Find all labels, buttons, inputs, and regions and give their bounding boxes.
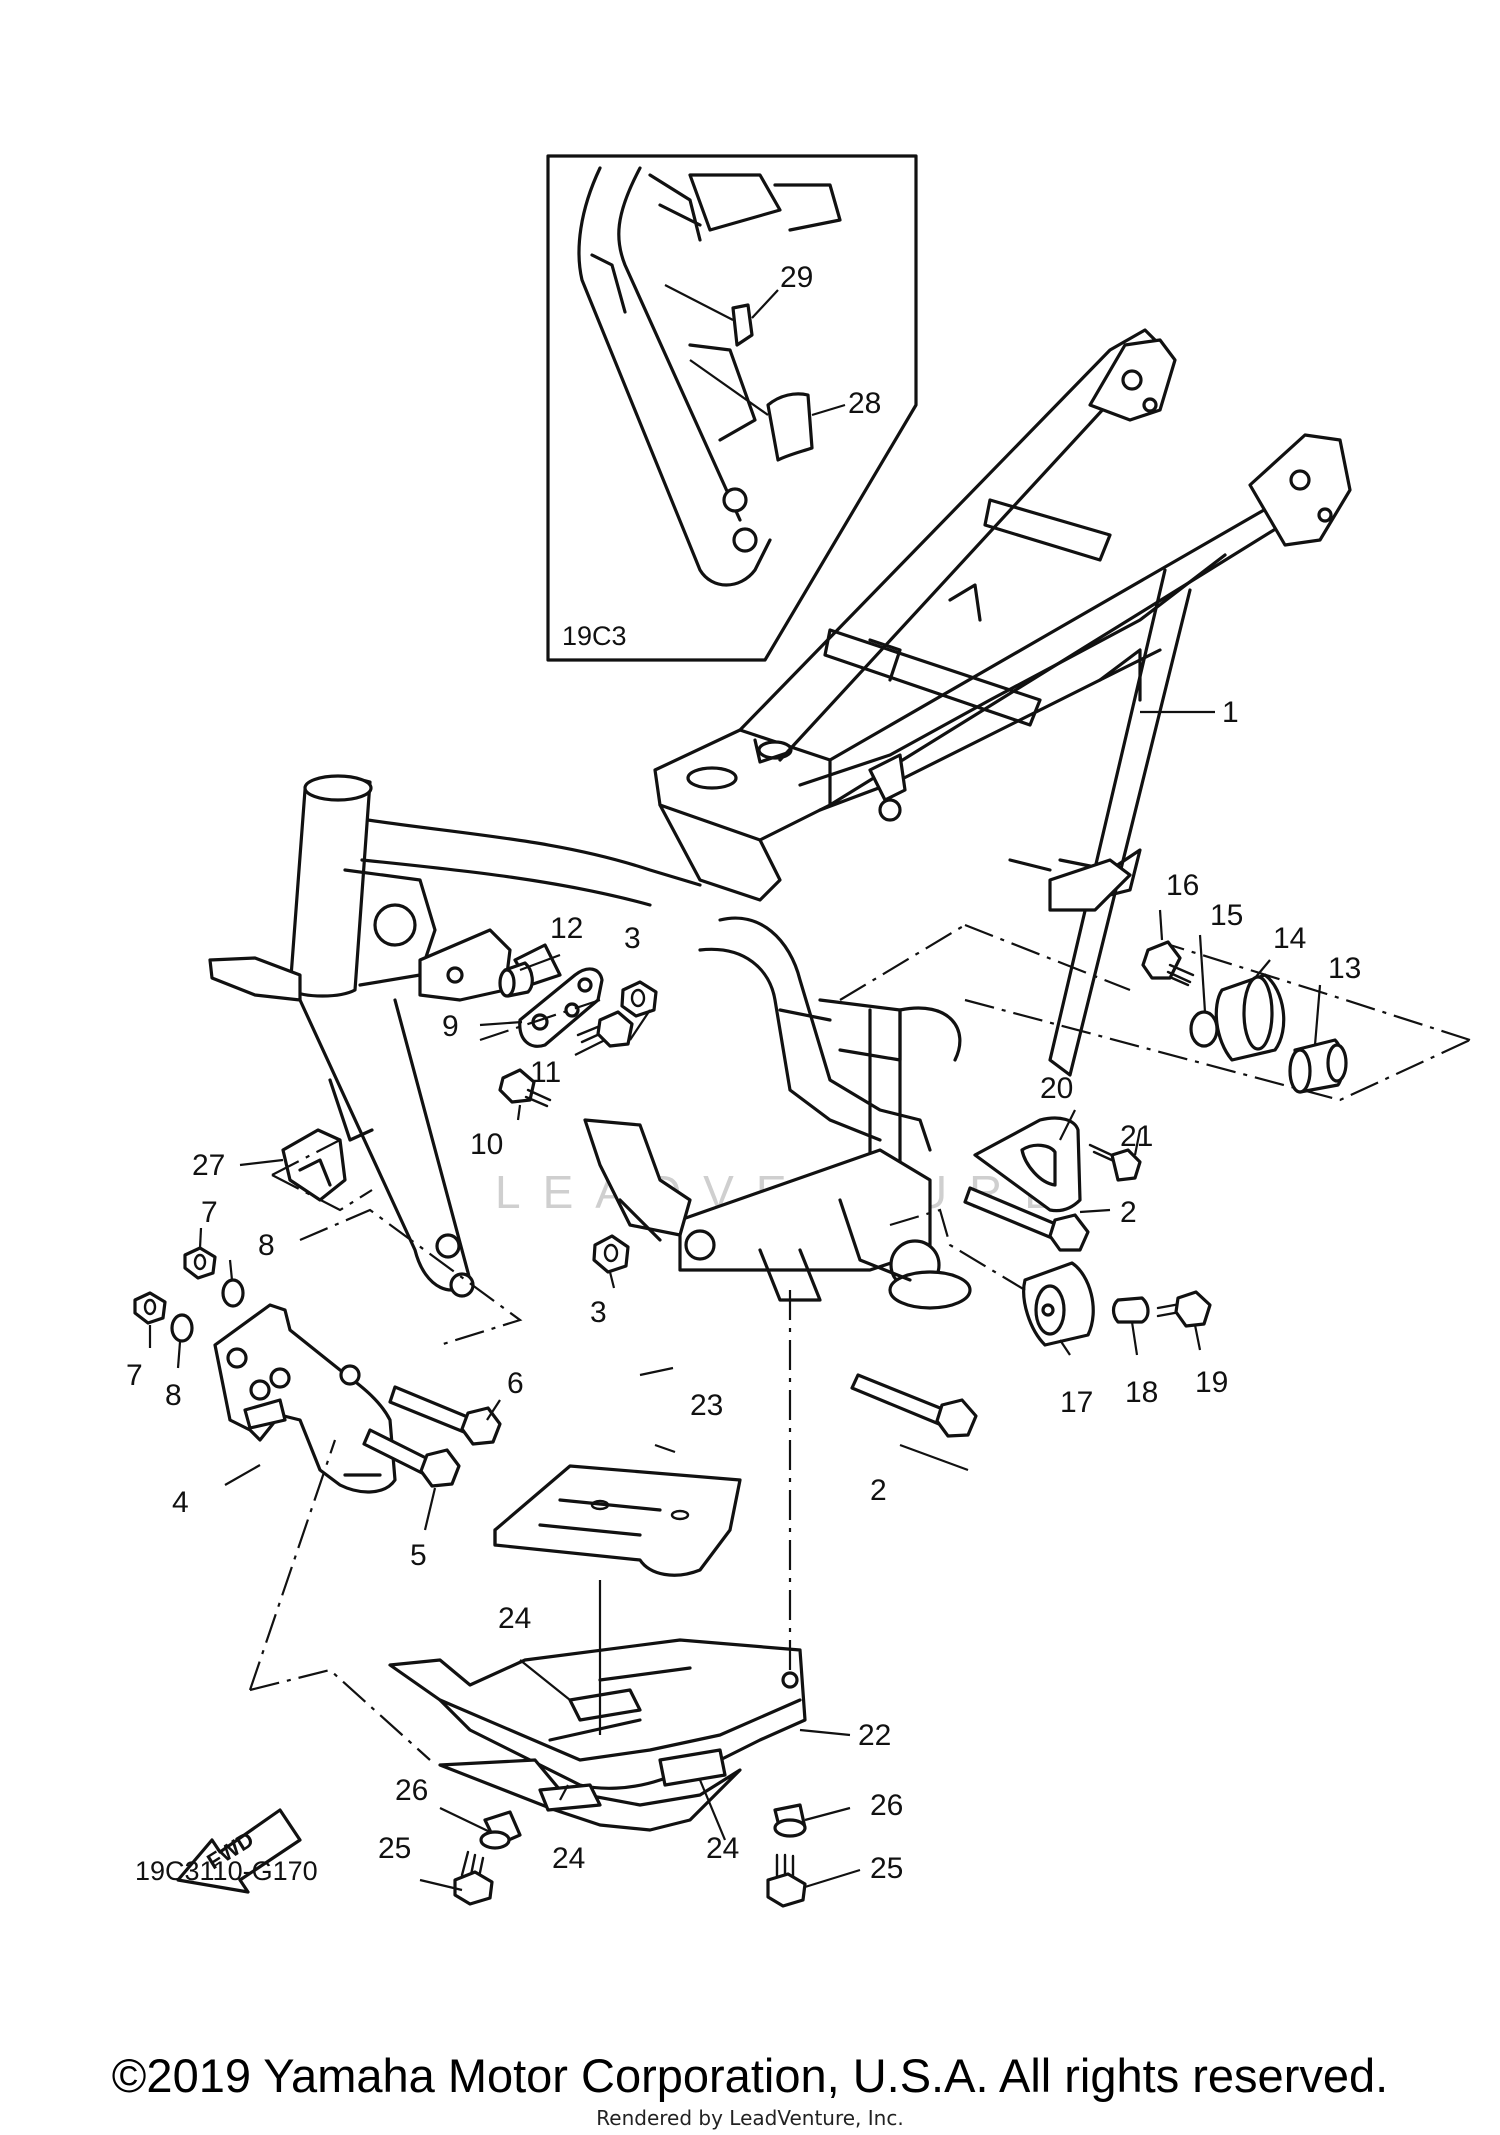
part-21-bolt (1088, 1143, 1142, 1182)
part-2-upper-bolt (963, 1186, 1090, 1252)
callout-11: 11 (530, 1056, 561, 1089)
callout-14: 14 (1273, 922, 1306, 955)
part-3-upper-nut (620, 980, 658, 1018)
callout-12: 12 (550, 912, 583, 945)
part-2-lower-bolt (850, 1373, 978, 1438)
callout-16: 16 (1166, 869, 1199, 902)
callout-27: 27 (192, 1149, 225, 1182)
inset-19c3: 29 28 19C3 (546, 154, 918, 662)
part-18-collar (1111, 1296, 1150, 1324)
part-9-plate (518, 967, 604, 1048)
callout-24-top: 24 (498, 1602, 531, 1635)
callout-25-right: 25 (870, 1852, 903, 1885)
part-4-engine-bracket (213, 1303, 397, 1494)
part-5-bolt (362, 1428, 461, 1488)
callout-2-lower: 2 (870, 1474, 887, 1507)
part-7-lower-nut (133, 1291, 167, 1325)
callout-2-upper: 2 (1120, 1196, 1137, 1229)
callout-13: 13 (1328, 952, 1361, 985)
callout-24-right: 24 (706, 1832, 739, 1865)
callout-8-lower: 8 (165, 1379, 182, 1412)
leader-lines (148, 710, 1322, 1892)
part-8-upper-washer (221, 1278, 245, 1308)
rendered-by-notice: Rendered by LeadVenture, Inc. (596, 2106, 904, 2130)
part-26-left-collar (479, 1810, 522, 1850)
part-16-bolt (1141, 940, 1195, 987)
part-14-bushing (1214, 973, 1286, 1062)
callout-3-lower: 3 (590, 1296, 607, 1329)
part-13-collar (1288, 1038, 1348, 1094)
callout-15: 15 (1210, 899, 1243, 932)
part-15-washer (1189, 1010, 1219, 1048)
part-11-bolt (576, 1010, 634, 1048)
callout-24-left: 24 (552, 1842, 585, 1875)
callout-17: 17 (1060, 1386, 1093, 1419)
callout-23: 23 (690, 1389, 723, 1422)
copyright-notice: ©2019 Yamaha Motor Corporation, U.S.A. A… (111, 2049, 1389, 2102)
inset-label: 19C3 (562, 621, 627, 651)
part-27-bracket (281, 1128, 347, 1202)
callout-18: 18 (1125, 1376, 1158, 1409)
callout-7-lower: 7 (126, 1359, 143, 1392)
callout-3-upper: 3 (624, 922, 641, 955)
callout-26-right: 26 (870, 1789, 903, 1822)
part-26-right-collar (773, 1803, 807, 1838)
callout-22: 22 (858, 1719, 891, 1752)
reference-lines (248, 923, 1471, 1761)
diagram-code: 19C3110-G170 (135, 1856, 318, 1886)
part-12-collar (498, 961, 534, 998)
part-22-skid-plate (388, 1638, 807, 1832)
callouts: 1 2 2 3 3 4 5 6 7 7 8 8 9 10 11 12 13 14… (126, 696, 1361, 1885)
callout-25-left: 25 (378, 1832, 411, 1865)
callout-28: 28 (848, 387, 881, 420)
callout-1: 1 (1222, 696, 1239, 729)
part-23-pad (493, 1464, 742, 1577)
callout-9: 9 (442, 1010, 459, 1043)
callout-6: 6 (507, 1367, 524, 1400)
part-7-upper-nut (183, 1246, 217, 1280)
callout-10: 10 (470, 1128, 503, 1161)
main-frame (208, 328, 1352, 1310)
callout-7-upper: 7 (201, 1196, 218, 1229)
callout-19: 19 (1195, 1366, 1228, 1399)
callout-21: 21 (1120, 1120, 1153, 1153)
callout-4: 4 (172, 1486, 189, 1519)
part-6-bolt (388, 1385, 502, 1446)
part-3-lower-nut (592, 1234, 630, 1274)
callout-29: 29 (780, 261, 813, 294)
part-17-mount-rubber (1022, 1261, 1095, 1347)
part-8-lower-washer (170, 1313, 194, 1343)
part-10-bolt (498, 1068, 552, 1108)
callout-5: 5 (410, 1539, 427, 1572)
callout-26-left: 26 (395, 1774, 428, 1807)
callout-8-upper: 8 (258, 1229, 275, 1262)
part-20-bracket (973, 1116, 1082, 1213)
part-25-right-bolt (766, 1853, 807, 1908)
part-19-bolt (1156, 1290, 1212, 1328)
callout-20: 20 (1040, 1072, 1073, 1105)
part-25-left-bolt (453, 1850, 494, 1906)
